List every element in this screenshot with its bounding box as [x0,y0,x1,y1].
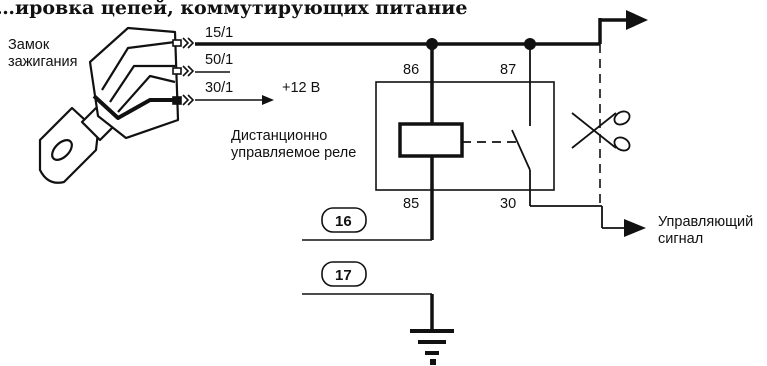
terminal-15-label: 15/1 [205,25,233,41]
wire-16-label: 16 [335,213,352,230]
diagram-title: …ировка цепей, коммутирующих питание [0,0,467,19]
wire-17-badge [321,261,367,287]
control-signal-label-line2: сигнал [658,231,703,247]
relay-coil [302,44,464,241]
supply-arrow-icon [262,95,274,105]
control-signal-arrow-icon [624,219,646,237]
terminal-30-label: 30/1 [205,80,233,96]
relay-pin-85: 85 [403,196,419,212]
main-wires [195,18,628,101]
ignition-key-icon [38,26,180,184]
relay-switch [462,44,626,229]
ground-icon [410,329,454,365]
relay-label-line1: Дистанционно [231,128,327,144]
relay-label-line2: управляемое реле [231,145,356,161]
relay-pin-30: 30 [500,196,516,212]
ignition-terminals [172,39,182,105]
wire-17-label: 17 [335,267,352,284]
ground-wire [302,293,434,330]
ignition-label-line2: зажигания [8,54,78,70]
supply-label: +12 В [282,80,320,96]
relay-box [375,81,555,191]
ignition-label-line1: Замок [8,37,50,53]
terminal-chevrons [182,37,195,106]
relay-pin-86: 86 [403,62,419,78]
wire-16-badge [321,207,367,233]
terminal-50-label: 50/1 [205,52,233,68]
scissors-icon [571,110,631,152]
relay-pin-87: 87 [500,62,516,78]
control-signal-label-line1: Управляющий [658,214,753,230]
output-arrow-icon [626,10,648,30]
